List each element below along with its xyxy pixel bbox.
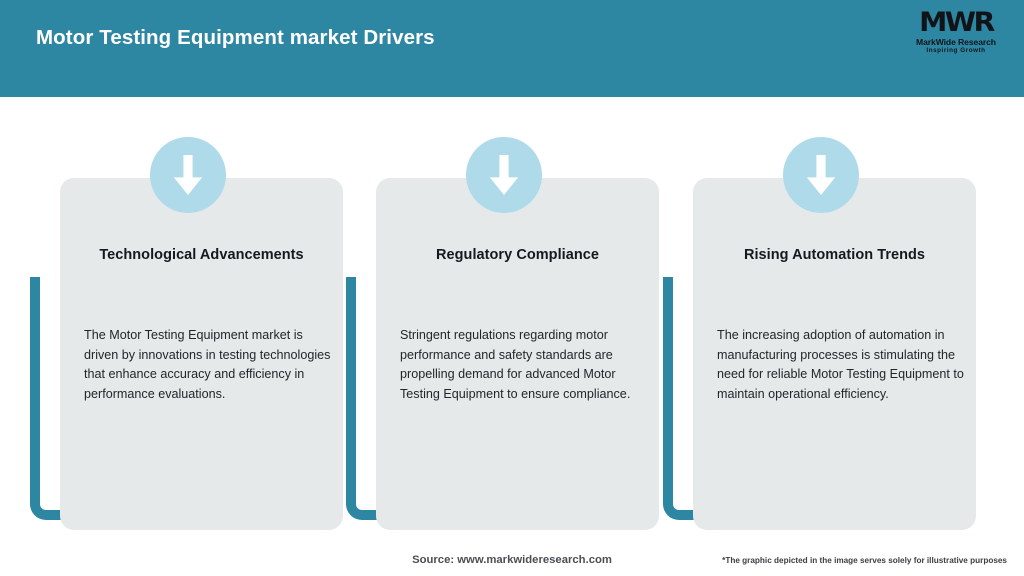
down-arrow-icon: [466, 137, 542, 213]
card-panel: [60, 178, 343, 530]
down-arrow-icon: [783, 137, 859, 213]
logo-mark-text: MWR: [919, 7, 995, 38]
logo-company-name: MarkWide Research: [916, 37, 996, 47]
driver-card: Technological Advancements The Motor Tes…: [26, 97, 343, 537]
disclaimer-label: *The graphic depicted in the image serve…: [722, 556, 1007, 565]
card-heading: Regulatory Compliance: [436, 247, 599, 263]
header-bar: Motor Testing Equipment market Drivers M…: [0, 0, 1024, 97]
card-body-text: Stringent regulations regarding motor pe…: [400, 328, 631, 401]
drivers-card-row: Technological Advancements The Motor Tes…: [0, 97, 1024, 537]
card-body-text: The increasing adoption of automation in…: [717, 328, 964, 401]
source-label: Source: www.markwideresearch.com: [412, 554, 612, 566]
brand-logo: MWR MarkWide Research Inspiring Growth: [904, 8, 1008, 60]
logo-tagline: Inspiring Growth: [926, 47, 986, 54]
down-arrow-icon: [150, 137, 226, 213]
page-title: Motor Testing Equipment market Drivers: [36, 26, 435, 49]
card-panel: [376, 178, 659, 530]
driver-card: Regulatory Compliance Stringent regulati…: [342, 97, 659, 537]
card-heading: Technological Advancements: [99, 247, 304, 263]
card-heading: Rising Automation Trends: [743, 247, 926, 263]
card-body-text: The Motor Testing Equipment market is dr…: [84, 328, 331, 401]
card-panel: [693, 178, 976, 530]
driver-card: Rising Automation Trends The increasing …: [659, 97, 976, 537]
